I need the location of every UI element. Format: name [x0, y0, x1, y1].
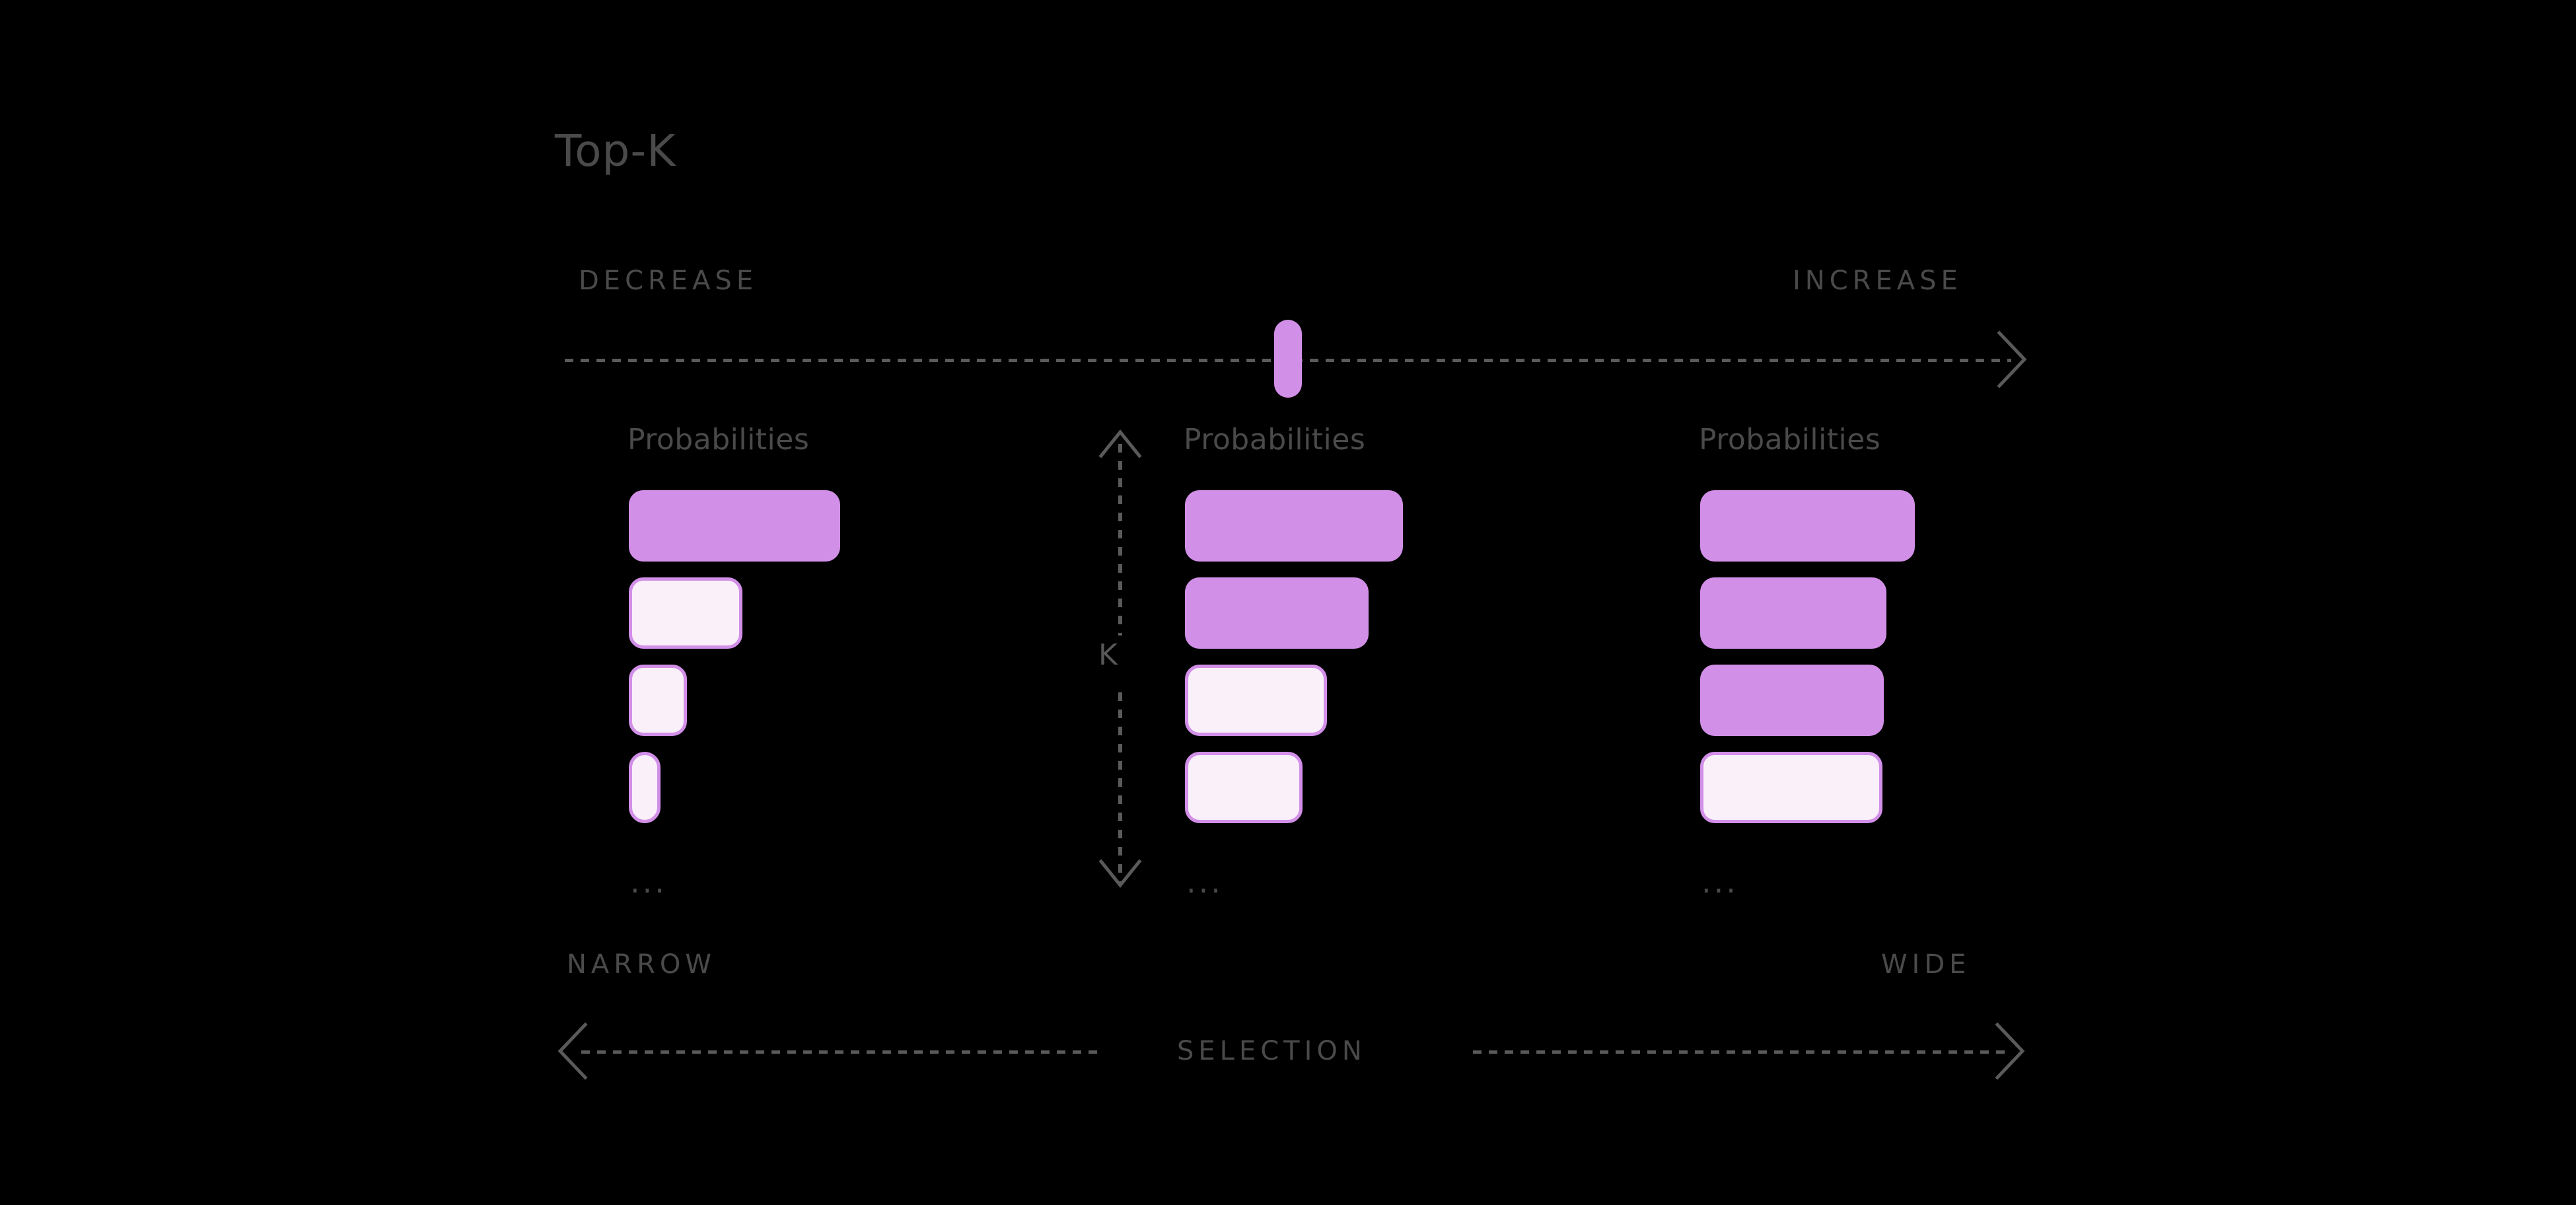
- bar-row[interactable]: [1700, 490, 1915, 562]
- selection-axis-line-left: [581, 1050, 1103, 1054]
- bar-row[interactable]: [629, 752, 661, 823]
- bar-row[interactable]: [1185, 665, 1327, 736]
- truncation-ellipsis: ...: [630, 864, 667, 900]
- chevron-left-icon: [554, 1019, 593, 1083]
- page-title: Top-K: [555, 126, 676, 176]
- truncation-ellipsis: ...: [1701, 864, 1738, 900]
- chevron-right-icon: [1989, 1019, 2029, 1083]
- selection-axis-label: SELECTION: [1177, 1036, 1367, 1066]
- panel-label: Probabilities: [1184, 423, 1366, 456]
- truncation-ellipsis: ...: [1186, 864, 1223, 900]
- panel-label: Probabilities: [1699, 423, 1881, 456]
- selection-axis-line-right: [1473, 1050, 2008, 1054]
- topk-slider-thumb[interactable]: [1274, 320, 1302, 398]
- k-axis-line-up: [1118, 444, 1122, 636]
- bar-row[interactable]: [629, 490, 840, 562]
- bar-row[interactable]: [1185, 577, 1369, 649]
- probabilities-panel-2: Probabilities ...: [1177, 423, 1679, 898]
- bottom-axis-right-label: WIDE: [1881, 949, 1971, 980]
- bar-row[interactable]: [1700, 577, 1886, 649]
- chevron-right-icon: [1991, 328, 2031, 391]
- k-axis-label: K: [1098, 638, 1118, 672]
- top-axis-right-label: INCREASE: [1793, 266, 1962, 296]
- bar-row[interactable]: [1185, 490, 1403, 562]
- bar-row[interactable]: [1700, 665, 1884, 736]
- bar-row[interactable]: [629, 577, 742, 649]
- k-axis-group: [1098, 428, 1142, 891]
- bottom-axis-left-label: NARROW: [567, 949, 716, 980]
- bar-row[interactable]: [1185, 752, 1303, 823]
- panel-label: Probabilities: [627, 423, 810, 456]
- chevron-up-icon: [1098, 428, 1142, 458]
- k-axis-line-down: [1118, 692, 1122, 884]
- probabilities-panel-1: Probabilities ...: [621, 423, 1123, 898]
- bar-row[interactable]: [629, 665, 687, 736]
- top-axis-left-label: DECREASE: [579, 266, 758, 296]
- probabilities-panel-3: Probabilities ...: [1692, 423, 2194, 898]
- chevron-down-icon: [1098, 859, 1142, 889]
- bar-row[interactable]: [1700, 752, 1882, 823]
